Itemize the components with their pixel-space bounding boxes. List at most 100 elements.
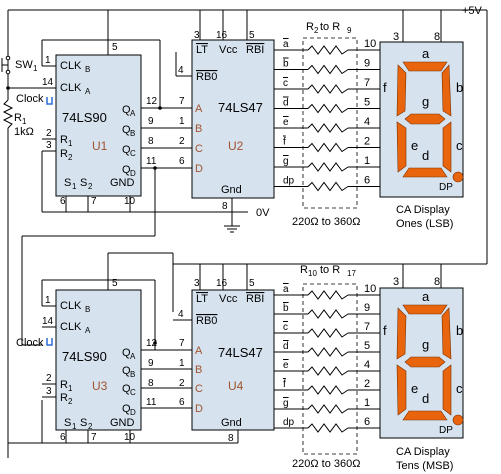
u1-qc: Q bbox=[122, 144, 131, 156]
u4-pin-b: 1 bbox=[179, 358, 185, 369]
segment-resistor bbox=[307, 347, 349, 357]
clock-pulse-icon bbox=[46, 338, 53, 346]
output-label-a: a bbox=[283, 284, 289, 295]
u3-pin-qa: 12 bbox=[146, 338, 158, 349]
u4-gnd: Gnd bbox=[221, 417, 242, 429]
segment-label-b: b bbox=[456, 323, 463, 338]
segment-resistor bbox=[307, 290, 349, 300]
resistor-array-1-label: R 2 to R 9 220Ω to 360Ω bbox=[292, 21, 360, 228]
u3-qa: Q bbox=[122, 347, 131, 359]
clock-label-3: Clock bbox=[16, 337, 44, 349]
u3-r1: R bbox=[60, 379, 68, 391]
display-pin-number: 1 bbox=[364, 155, 370, 167]
switch-sw1[interactable]: SW 1 bbox=[1, 55, 38, 75]
disp1-pin-right: 8 bbox=[434, 31, 440, 43]
u3-qd: Q bbox=[122, 403, 131, 415]
segment-resistor bbox=[307, 385, 349, 395]
segment-label-g: g bbox=[422, 94, 429, 109]
u2-pin-lt: 3 bbox=[194, 30, 200, 41]
output-label-e: e bbox=[283, 117, 289, 128]
segment-resistor bbox=[307, 309, 349, 319]
rarray-1-from: 2 bbox=[314, 26, 319, 35]
rarray-1-to: to R bbox=[320, 21, 340, 33]
display-pin-number: 5 bbox=[364, 97, 370, 109]
segment-label-d: d bbox=[422, 391, 429, 406]
u2-a: A bbox=[195, 103, 203, 115]
output-label-d: d bbox=[283, 341, 289, 352]
disp1-caption2: Ones (LSB) bbox=[396, 218, 453, 230]
u3-s2: S bbox=[80, 417, 87, 429]
u1-r1: R bbox=[60, 134, 68, 146]
segment-f bbox=[396, 64, 407, 117]
ground-rail: 0V bbox=[41, 151, 270, 233]
u4-pin-d: 6 bbox=[179, 397, 185, 408]
u1-pin-r2: 3 bbox=[46, 140, 52, 151]
u2-rbi: RBI bbox=[246, 44, 264, 56]
u3-s1: S bbox=[64, 417, 71, 429]
segment-resistor bbox=[307, 162, 349, 172]
u4-rbo: RB0 bbox=[196, 315, 217, 327]
u2-ref: U2 bbox=[228, 139, 244, 153]
u1-gnd: GND bbox=[110, 177, 135, 189]
u4-rbi: RBI bbox=[246, 293, 264, 305]
gnd-label: 0V bbox=[256, 207, 270, 219]
u3-pin-s2: 7 bbox=[91, 432, 97, 443]
disp1-pin-left: 3 bbox=[393, 31, 399, 43]
output-label-f: f bbox=[283, 379, 286, 390]
u4-d: D bbox=[195, 403, 203, 415]
segment-g bbox=[404, 113, 446, 125]
u1-clka-sub: A bbox=[85, 87, 91, 96]
u1-qb: Q bbox=[122, 124, 131, 136]
disp2-caption1: CA Display bbox=[396, 446, 450, 458]
display-pin-number: 2 bbox=[364, 378, 370, 390]
u1-pin-r1: 2 bbox=[46, 128, 52, 139]
u3-qc: Q bbox=[122, 383, 131, 395]
u3-r1-sub: 1 bbox=[68, 384, 73, 393]
u2-lt: LT bbox=[196, 44, 208, 56]
resistor-label: R bbox=[14, 112, 22, 124]
resistor-label-sub: 1 bbox=[22, 117, 27, 126]
rarray-2-r: R bbox=[300, 264, 308, 276]
u1-r2-sub: 2 bbox=[68, 153, 73, 162]
u1-clkb-sub: B bbox=[85, 65, 90, 74]
segment-resistor bbox=[307, 181, 349, 192]
u1-qb-sub: B bbox=[130, 129, 135, 138]
output-label-c: c bbox=[283, 322, 288, 333]
u3-pin-s1: 6 bbox=[60, 432, 66, 443]
u3-qb: Q bbox=[122, 365, 131, 377]
segment-c bbox=[442, 121, 452, 173]
u1-s2-sub: 2 bbox=[88, 182, 93, 191]
rarray-2-range: 220Ω to 360Ω bbox=[292, 458, 360, 470]
display-pin-number: 7 bbox=[364, 321, 370, 333]
resistor-array-2-label: R 10 to R 17 220Ω to 360Ω bbox=[292, 264, 360, 470]
segment-dp bbox=[452, 414, 464, 426]
segment-resistor bbox=[307, 328, 349, 338]
u1-r1-sub: 1 bbox=[68, 139, 73, 148]
segment-c bbox=[442, 364, 452, 416]
rarray-2-from: 10 bbox=[308, 269, 317, 278]
u4-pin-vcc: 16 bbox=[216, 278, 228, 289]
segment-dp bbox=[452, 171, 464, 183]
output-label-b: b bbox=[283, 303, 289, 314]
u4-vcc: Vcc bbox=[219, 293, 238, 305]
u3-clka: CLK bbox=[60, 321, 82, 333]
u2-rbo: RB0 bbox=[196, 71, 217, 83]
u1-s2: S bbox=[80, 177, 87, 189]
u1-pin-clkb: 1 bbox=[45, 55, 51, 66]
segment-resistor bbox=[307, 366, 349, 376]
u1-qd: Q bbox=[122, 164, 131, 176]
u4-b: B bbox=[195, 364, 202, 376]
resistor-r1: R 1 1kΩ bbox=[2, 99, 34, 443]
display-pin-number: 10 bbox=[364, 38, 376, 50]
output-label-g: g bbox=[283, 156, 289, 167]
u2-body bbox=[191, 39, 275, 199]
u2-pin-b: 1 bbox=[179, 116, 185, 127]
u2-gnd: Gnd bbox=[221, 184, 242, 196]
u3-pin-clkb: 1 bbox=[45, 295, 51, 306]
u3-body bbox=[55, 289, 142, 431]
segment-b bbox=[441, 64, 452, 117]
display-pin-number: 9 bbox=[364, 58, 370, 70]
u4-part: 74LS47 bbox=[218, 345, 263, 360]
